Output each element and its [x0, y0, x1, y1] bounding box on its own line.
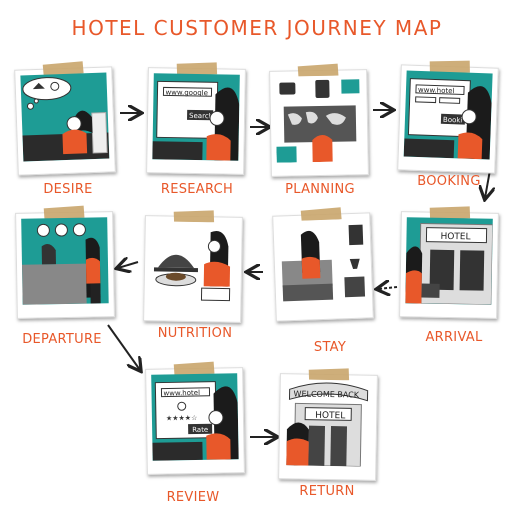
step-label-departure: DEPARTURE — [22, 332, 102, 347]
arrow-booking-arrival — [485, 169, 490, 198]
step-card-research: www.google Search — [146, 62, 246, 175]
stay-illustration — [278, 218, 368, 308]
diagram-title: HOTEL CUSTOMER JOURNEY MAP — [71, 16, 443, 40]
arrow-nutrition-departure — [118, 262, 139, 268]
review-url-text: www.hotel — [163, 389, 200, 398]
research-url-text: www.google — [165, 88, 208, 97]
step-label-research: RESEARCH — [160, 182, 234, 197]
booking-url-text: www.hotel — [418, 86, 455, 95]
step-card-planning — [269, 63, 369, 177]
booking-illustration: www.hotel Booki — [403, 70, 493, 160]
svg-text:★★★★☆: ★★★★☆ — [166, 414, 198, 423]
arrow-arrival-stay — [378, 287, 398, 289]
desire-illustration — [20, 72, 110, 162]
step-card-review: www.hotel ★★★★☆ Rate — [145, 361, 245, 475]
research-illustration: www.google Search — [152, 73, 240, 161]
step-label-arrival: ARRIVAL — [425, 330, 483, 345]
hotel-sign-text: HOTEL — [440, 232, 470, 243]
step-card-arrival: HOTEL — [399, 206, 499, 319]
step-label-stay: STAY — [313, 340, 347, 355]
booking-button-text: Booki — [443, 116, 463, 125]
review-rate-button-text: Rate — [192, 426, 208, 434]
welcome-back-sign-text: WELCOME BACK — [293, 389, 359, 399]
step-label-desire: DESIRE — [43, 182, 93, 197]
arrival-illustration: HOTEL — [405, 217, 493, 305]
step-label-review: REVIEW — [166, 490, 220, 505]
step-card-nutrition — [143, 210, 243, 323]
step-card-departure — [15, 205, 115, 319]
step-label-booking: BOOKING — [417, 174, 481, 189]
research-search-button-text: Search — [189, 112, 213, 120]
arrow-departure-review — [107, 324, 140, 370]
nutrition-illustration — [149, 221, 237, 309]
return-hotel-sign-text: HOTEL — [315, 411, 345, 422]
return-illustration: WELCOME BACK HOTEL — [284, 379, 372, 467]
review-illustration: www.hotel ★★★★☆ Rate — [151, 373, 239, 461]
step-label-return: RETURN — [299, 484, 355, 499]
step-label-nutrition: NUTRITION — [157, 326, 233, 341]
step-card-desire — [14, 61, 116, 176]
step-card-stay — [272, 207, 374, 322]
planning-illustration — [275, 75, 363, 163]
step-card-booking: www.hotel Booki — [397, 60, 499, 174]
step-card-return: WELCOME BACK HOTEL — [278, 368, 378, 481]
step-label-planning: PLANNING — [285, 182, 355, 197]
departure-illustration — [21, 217, 109, 305]
